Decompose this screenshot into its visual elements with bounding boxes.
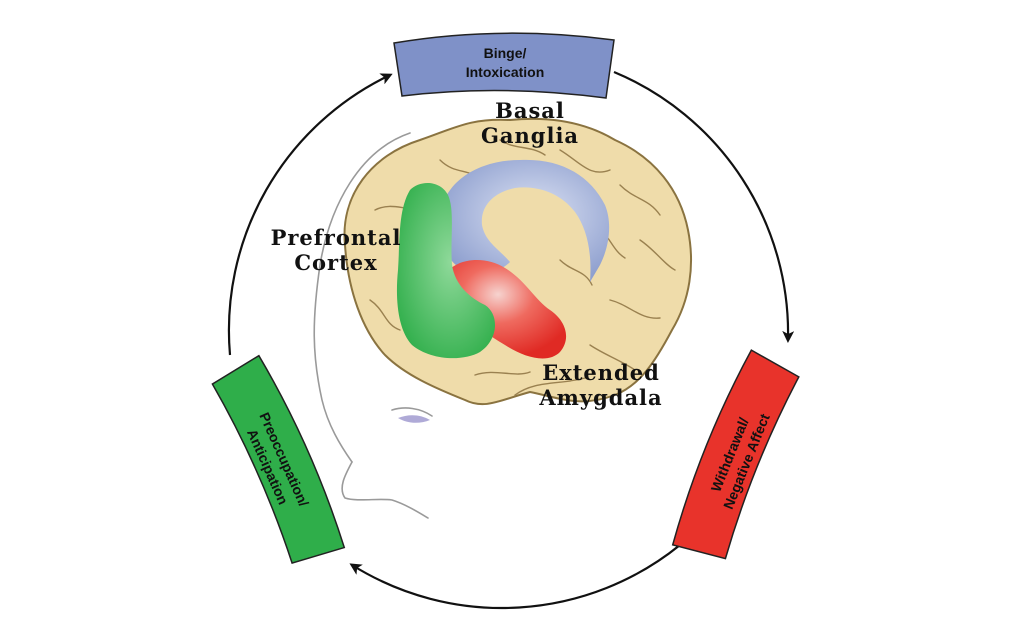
stage-badge-withdrawal: Withdrawal/ Negative Affect [671, 349, 800, 560]
prefrontal-cortex-label-line2: Cortex [294, 250, 377, 275]
extended-amygdala-label-line1: Extended [542, 360, 660, 385]
cycle-arrow-binge-to-withdrawal [613, 70, 795, 343]
stage-badge-binge: Binge/ Intoxication [393, 32, 615, 99]
extended-amygdala-label-line2: Amygdala [538, 385, 662, 410]
withdrawal-badge-shape [671, 349, 800, 560]
face-profile [313, 132, 433, 519]
prefrontal-cortex-region [396, 183, 496, 359]
stage-badge-preoccupation: Preoccupation/ Anticipation [211, 354, 346, 565]
extended-amygdala-region [442, 259, 567, 359]
basal-ganglia-label-line1: Basal [495, 98, 565, 123]
basal-ganglia-region [439, 159, 610, 282]
binge-badge-shape [393, 32, 615, 99]
basal-ganglia-label-line2: Ganglia [481, 123, 579, 148]
preoccupation-badge-shape [211, 354, 346, 565]
prefrontal-cortex-label-line1: Prefrontal [271, 225, 402, 250]
eye-icon [398, 415, 430, 423]
binge-label-line1: Binge/ [484, 45, 527, 61]
binge-label-line2: Intoxication [466, 64, 545, 80]
cycle-arrow-preoccupation-to-binge [227, 73, 393, 356]
cycle-arrow-withdrawal-to-preoccupation [349, 544, 681, 610]
